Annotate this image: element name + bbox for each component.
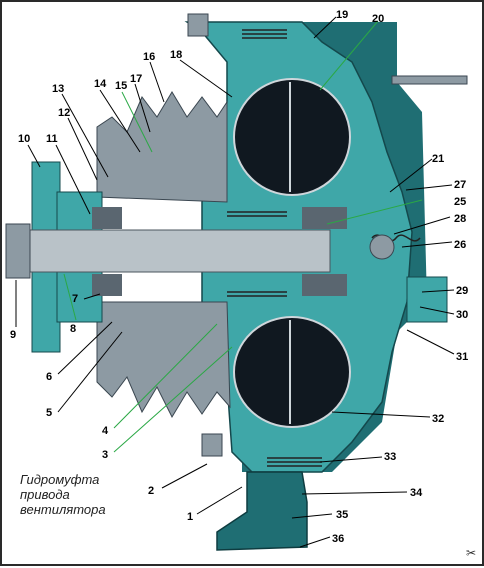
callout-27: 27 (454, 179, 466, 191)
callout-21: 21 (432, 153, 444, 165)
callout-25: 25 (454, 196, 466, 208)
caption-line-2: привода (20, 487, 70, 502)
callout-7: 7 (72, 293, 78, 305)
top-bolt (187, 13, 209, 37)
callout-14: 14 (94, 78, 107, 90)
callout-leaders (15, 16, 455, 548)
bottom-bolt (201, 433, 223, 457)
callout-13: 13 (52, 83, 64, 95)
callout-29: 29 (456, 285, 468, 297)
turbine-wheel-lower (233, 316, 351, 428)
callout-6: 6 (46, 371, 52, 383)
callout-26: 26 (454, 239, 466, 251)
outlet-pipe (216, 471, 308, 551)
figure-caption: Гидромуфта привода вентилятора (20, 472, 106, 517)
callout-28: 28 (454, 213, 466, 225)
callout-4: 4 (102, 425, 109, 437)
bolt-springs (227, 29, 421, 467)
callout-15: 15 (115, 80, 127, 92)
callout-18: 18 (170, 49, 182, 61)
callout-35: 35 (336, 509, 348, 521)
callout-30: 30 (456, 309, 468, 321)
caption-line-1: Гидромуфта (20, 472, 100, 487)
pulley-upper (96, 91, 228, 203)
callout-12: 12 (58, 107, 70, 119)
callout-1: 1 (187, 511, 193, 523)
callout-16: 16 (143, 51, 155, 63)
callout-8: 8 (70, 323, 76, 335)
bearing-front-lower (92, 274, 122, 296)
callout-19: 19 (336, 9, 348, 21)
caption-line-3: вентилятора (20, 502, 106, 517)
scissors-icon: ✂ (465, 546, 476, 560)
shaft (9, 229, 331, 273)
turbine-wheel-upper (233, 78, 351, 196)
callout-3: 3 (102, 449, 108, 461)
valve-spring (369, 234, 395, 260)
rear-cap (406, 276, 448, 323)
callout-10: 10 (18, 133, 30, 145)
callout-34: 34 (410, 487, 423, 499)
callout-11: 11 (46, 133, 58, 145)
bearing-rear-lower (302, 274, 347, 296)
callout-32: 32 (432, 413, 444, 425)
callout-20: 20 (372, 13, 384, 25)
callout-36: 36 (332, 533, 344, 545)
callout-31: 31 (456, 351, 468, 363)
callout-17: 17 (130, 73, 142, 85)
callout-2: 2 (148, 485, 154, 497)
callout-5: 5 (46, 407, 52, 419)
bearing-front (92, 207, 122, 229)
callout-9: 9 (10, 329, 16, 341)
rear-stud (391, 75, 468, 85)
bearing-rear (302, 207, 347, 229)
pulley-lower (96, 301, 231, 419)
shaft-nut (5, 223, 31, 279)
callout-33: 33 (384, 451, 396, 463)
